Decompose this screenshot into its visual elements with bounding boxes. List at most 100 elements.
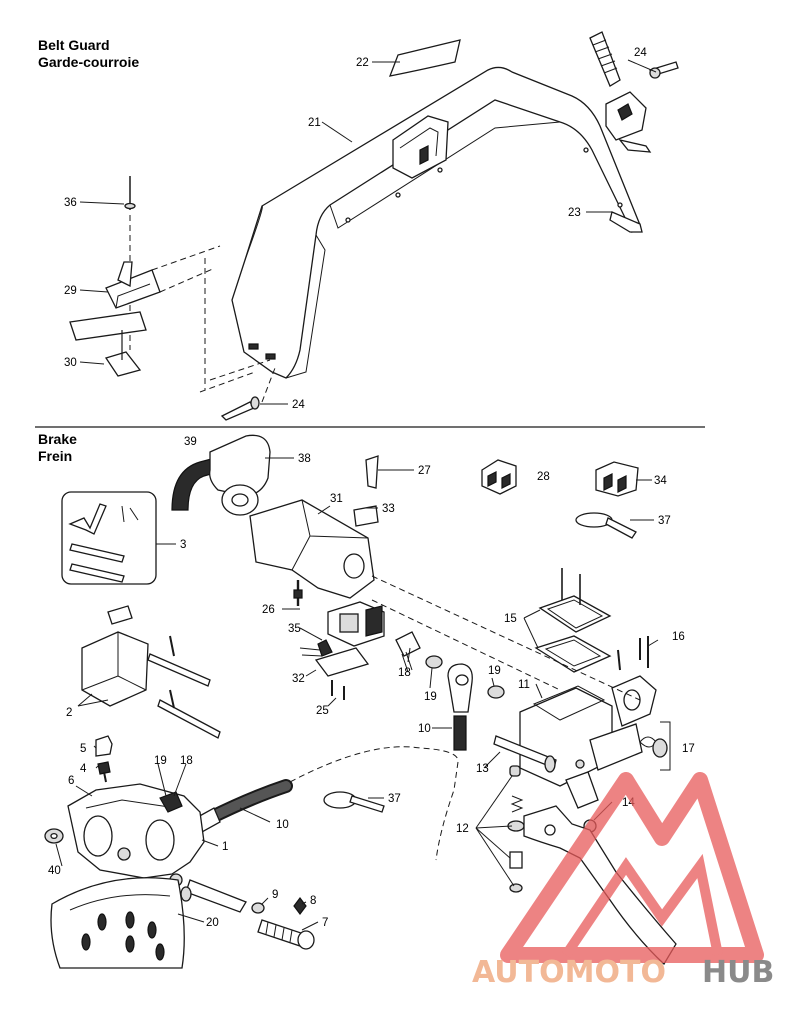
retaining-rings [639, 736, 668, 758]
callout-17: 17 [682, 743, 695, 755]
callout-20: 20 [206, 917, 219, 929]
leader-lines [55, 59, 671, 931]
belt-guard-title: Belt Guard [38, 37, 110, 53]
callout-5: 5 [80, 743, 86, 755]
rivet-upper [649, 61, 679, 79]
callout-34: 34 [654, 475, 667, 487]
callout-22: 22 [356, 57, 369, 69]
callout-1: 1 [222, 841, 228, 853]
callout-18-upper: 18 [398, 667, 411, 679]
callout-24-upper: 24 [634, 47, 647, 59]
hose-fitting [447, 663, 473, 751]
brake-title: Brake [38, 431, 77, 447]
watermark-text-b: HUB [702, 955, 774, 990]
connector-34 [595, 461, 639, 497]
mount-plate [69, 311, 147, 341]
callout-18-lower: 18 [180, 755, 193, 767]
callout-3: 3 [180, 539, 186, 551]
switch-bracket [314, 647, 370, 677]
callout-25: 25 [316, 705, 329, 717]
callout-16: 16 [672, 631, 685, 643]
callout-21: 21 [308, 117, 321, 129]
callout-10-upper: 10 [418, 723, 431, 735]
callout-19-upper-a: 19 [424, 691, 437, 703]
washer-upper-b [487, 685, 505, 699]
callout-19-lower: 19 [154, 755, 167, 767]
housing-decal [353, 505, 379, 527]
callout-10-lower: 10 [276, 819, 289, 831]
callout-24-lower: 24 [292, 399, 305, 411]
lever-guide [371, 575, 641, 701]
label-plate [388, 39, 461, 77]
callout-15: 15 [504, 613, 517, 625]
belt-guard-body [231, 66, 641, 379]
callout-33: 33 [382, 503, 395, 515]
guard-clip [392, 115, 449, 179]
rivet-guide [261, 367, 276, 403]
caliper-bracket [180, 879, 247, 913]
parts-kit-box [61, 491, 157, 585]
bracket-guide [151, 245, 221, 293]
callout-38: 38 [298, 453, 311, 465]
piston-rod [493, 735, 557, 773]
small-clip [365, 455, 379, 489]
callout-28: 28 [537, 471, 550, 483]
brake-disc [50, 877, 185, 969]
bleeder-screw [97, 761, 111, 783]
latch-assembly [589, 31, 652, 153]
rivet-lower [220, 396, 260, 421]
belt-guard-title-fr: Garde-courroie [38, 54, 139, 70]
callout-37-lower: 37 [388, 793, 401, 805]
callout-4: 4 [80, 763, 87, 775]
callout-numbers: 22 21 24 36 29 30 23 24 39 38 27 28 34 3… [48, 47, 695, 929]
pin [124, 176, 136, 210]
washer-upper-a [425, 655, 443, 669]
callout-23: 23 [568, 207, 581, 219]
callout-6: 6 [68, 775, 74, 787]
caliper-washer [44, 828, 64, 844]
callout-27: 27 [418, 465, 431, 477]
callout-37-upper: 37 [658, 515, 671, 527]
callout-11: 11 [518, 679, 530, 691]
automotohub-logo [500, 772, 764, 963]
callout-39: 39 [184, 436, 197, 448]
callout-19-upper-b: 19 [488, 665, 501, 677]
screws-25 [331, 680, 345, 700]
nut-8 [293, 897, 307, 915]
lever-housing [249, 499, 375, 599]
screw-26 [293, 580, 303, 606]
callout-36: 36 [64, 197, 77, 209]
guard-bracket [609, 211, 643, 233]
mount-foot [104, 330, 142, 377]
lever-bracket [81, 605, 221, 739]
callout-9: 9 [272, 889, 278, 901]
bolt-7 [257, 919, 315, 950]
logo-inner [561, 853, 723, 958]
foot-guide [199, 258, 271, 393]
callout-35: 35 [288, 623, 301, 635]
bleeder-cap [95, 735, 113, 757]
callout-13: 13 [476, 763, 489, 775]
brake-caliper [67, 783, 205, 887]
spacer-9 [251, 902, 265, 914]
banjo-bolt [395, 631, 421, 673]
connector-28 [481, 459, 517, 495]
callout-26: 26 [262, 604, 275, 616]
brake-handle-housing [171, 434, 271, 516]
handlebar-clamp [611, 636, 657, 727]
brake-switch [299, 601, 385, 657]
callout-29: 29 [64, 285, 77, 297]
callout-30: 30 [64, 357, 77, 369]
callout-8: 8 [310, 895, 316, 907]
mount-bracket [105, 261, 161, 309]
cable-tie-upper [575, 512, 637, 539]
brake-title-fr: Frein [38, 448, 72, 464]
hose-route-upper [289, 746, 459, 783]
callout-40: 40 [48, 865, 61, 877]
callout-7: 7 [322, 917, 328, 929]
cable-tie-lower [323, 791, 385, 813]
watermark-text-a: AUTOMOTO [472, 955, 666, 990]
callout-2: 2 [66, 707, 72, 719]
